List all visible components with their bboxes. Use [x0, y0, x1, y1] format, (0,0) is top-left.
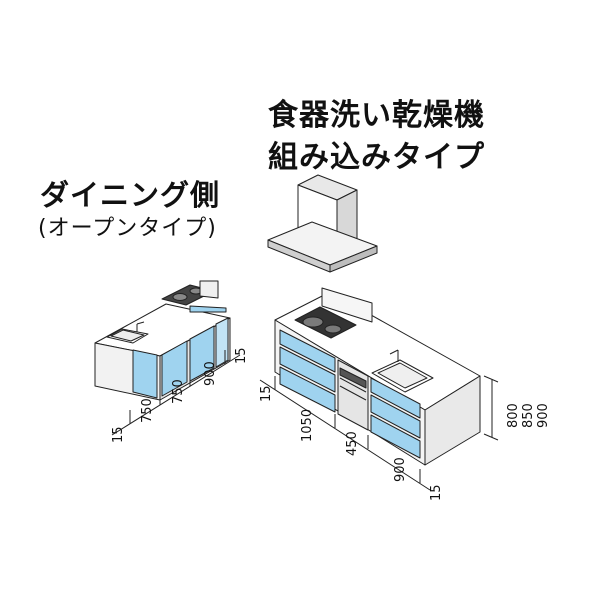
- range-hood: [267, 174, 378, 273]
- dining-dim-750-b: 750: [171, 379, 186, 404]
- height-850: 850: [521, 403, 536, 428]
- main-cabinet: [274, 287, 481, 466]
- dining-dim-750-a: 750: [140, 398, 155, 423]
- height-800: 800: [506, 403, 521, 428]
- dining-dim-15-left: 15: [111, 426, 126, 443]
- dining-dimension-lines: [111, 350, 241, 436]
- height-900: 900: [536, 403, 551, 428]
- main-dimension-lines: [259, 375, 499, 491]
- dining-dim-15-right: 15: [234, 347, 249, 364]
- title-dining-line1: ダイニング側: [40, 178, 221, 212]
- title-dining-line2: (オープンタイプ): [38, 216, 217, 241]
- dining-dim-900: 900: [203, 361, 218, 386]
- main-dim-15-left: 15: [259, 385, 274, 402]
- title-dishwasher-line1: 食器洗い乾燥機: [268, 98, 485, 133]
- main-dim-900: 900: [393, 457, 408, 482]
- main-dim-15-right: 15: [429, 484, 444, 501]
- dining-cabinet: [94, 280, 231, 401]
- title-dishwasher-line2: 組み込みタイプ: [268, 140, 485, 175]
- main-dim-1050: 1050: [300, 409, 315, 442]
- main-dim-450: 450: [345, 431, 360, 456]
